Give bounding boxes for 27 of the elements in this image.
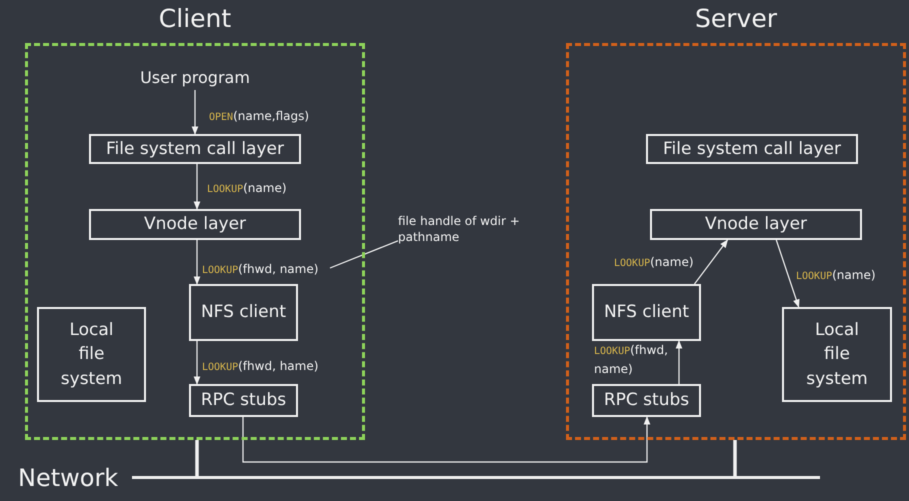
arrow: [242, 416, 650, 463]
arrow: [194, 240, 200, 285]
process-box: NFS client: [189, 284, 298, 341]
layer-box: Vnode layer: [89, 209, 301, 240]
storage-box: Local file system: [37, 307, 146, 402]
leader-line: [330, 240, 398, 269]
process-box: RPC stubs: [592, 384, 701, 417]
connector-line: [733, 440, 737, 476]
annotation-text: file handle of wdir + pathname: [398, 216, 522, 244]
network-label: Network: [18, 464, 118, 492]
arrow: [676, 340, 682, 384]
network-bus: [132, 476, 820, 479]
arrow: [694, 239, 728, 284]
arrow: [192, 90, 198, 135]
arrow: [194, 164, 200, 210]
storage-box: Local file system: [782, 307, 892, 402]
process-box: NFS client: [592, 284, 701, 341]
arrow: [776, 240, 800, 308]
group-heading: Client: [158, 4, 232, 33]
arrow: [194, 341, 200, 385]
layer-box: File system call layer: [89, 134, 301, 164]
connector-line: [195, 440, 199, 476]
layer-box: File system call layer: [646, 134, 858, 164]
text-label: User program: [130, 64, 260, 90]
group-heading: Server: [694, 4, 778, 33]
layer-box: Vnode layer: [650, 209, 862, 240]
process-box: RPC stubs: [189, 384, 298, 417]
